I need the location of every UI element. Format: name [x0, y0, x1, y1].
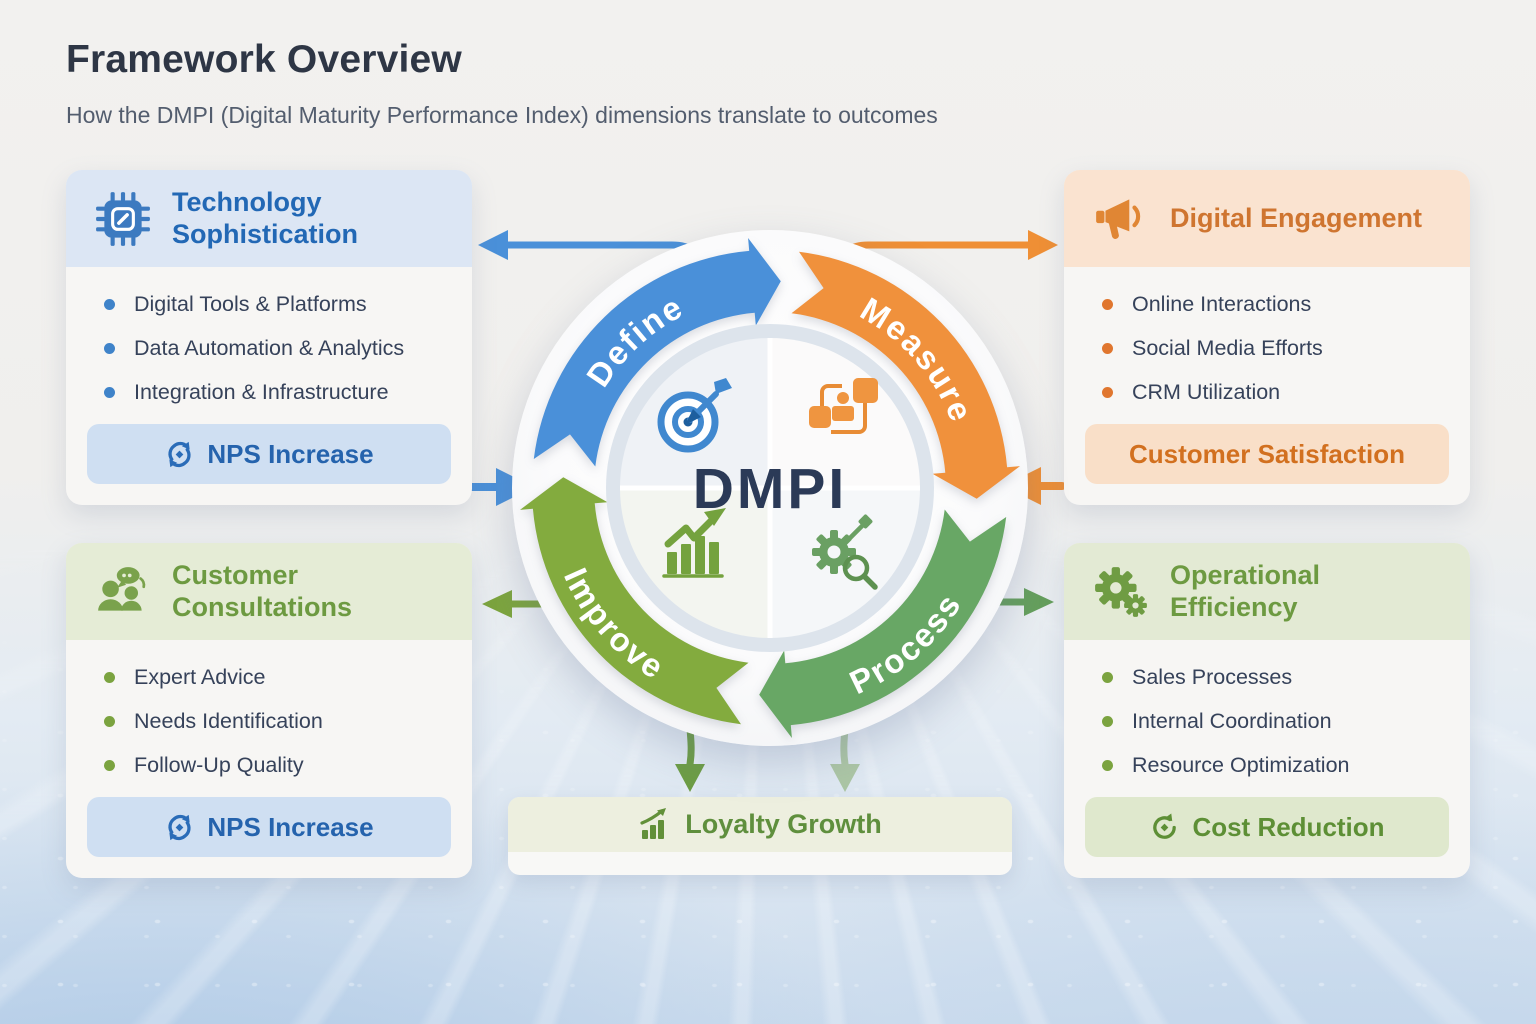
list-item: Social Media Efforts — [1102, 326, 1470, 370]
segment-define — [533, 238, 781, 467]
data-flow-icon — [809, 378, 878, 434]
chip-icon — [96, 191, 150, 246]
outcome-badge-nps: NPS Increase — [87, 424, 451, 484]
bullet-dot — [1102, 342, 1113, 354]
list-item: Needs Identification — [104, 699, 472, 743]
card-header: Technology Sophistication — [66, 170, 472, 267]
card-title: Technology Sophistication — [172, 187, 359, 249]
card-items: Digital Tools & Platforms Data Automatio… — [66, 282, 472, 414]
gears-icon — [1095, 566, 1147, 617]
bullet-dot — [1102, 386, 1113, 398]
list-item: Internal Coordination — [1102, 699, 1470, 743]
bullet-dot — [1102, 715, 1113, 727]
list-item: CRM Utilization — [1102, 370, 1470, 414]
card-items: Sales Processes Internal Coordination Re… — [1064, 655, 1470, 787]
list-item: Digital Tools & Platforms — [104, 282, 472, 326]
list-item: Data Automation & Analytics — [104, 326, 472, 370]
page-subtitle: How the DMPI (Digital Maturity Performan… — [66, 102, 938, 128]
outcome-loyalty-growth: Loyalty Growth — [508, 797, 1012, 875]
card-items: Expert Advice Needs Identification Follo… — [66, 655, 472, 787]
people-chat-icon — [98, 566, 146, 611]
outcome-label: Cost Reduction — [1192, 811, 1385, 842]
loyalty-growth-badge: Loyalty Growth — [508, 797, 1012, 852]
card-operational-efficiency: Operational Efficiency Sales Processes I… — [1064, 543, 1470, 878]
bullet-dot — [1102, 298, 1113, 310]
quadrant-disc — [620, 338, 920, 638]
card-title: Customer Consultations — [172, 560, 352, 622]
outcome-badge-customer-satisfaction: Customer Satisfaction — [1085, 424, 1449, 484]
list-item: Online Interactions — [1102, 282, 1470, 326]
outcome-badge-cost-reduction: Cost Reduction — [1085, 797, 1449, 857]
list-item: Sales Processes — [1102, 655, 1470, 699]
list-item: Expert Advice — [104, 655, 472, 699]
gear-search-icon — [812, 514, 878, 590]
card-header: Customer Consultations — [66, 543, 472, 640]
bullet-dot — [104, 715, 115, 727]
target-goal-icon — [657, 378, 732, 453]
bullet-dot — [104, 342, 115, 354]
card-title: Digital Engagement — [1170, 202, 1423, 233]
bullet-dot — [104, 386, 115, 398]
card-title: Operational Efficiency — [1170, 560, 1321, 622]
outcome-label: Customer Satisfaction — [1129, 438, 1405, 469]
bullet-dot — [104, 759, 115, 771]
card-digital-engagement: Digital Engagement Online Interactions S… — [1064, 170, 1470, 505]
cycle-icon — [1153, 812, 1177, 839]
bar-growth-icon — [640, 807, 667, 839]
list-item: Follow-Up Quality — [104, 743, 472, 787]
sync-icon — [168, 441, 191, 467]
card-header: Digital Engagement — [1064, 170, 1470, 267]
card-customer-consultations: Customer Consultations Expert Advice Nee… — [66, 543, 472, 878]
outcome-label: NPS Increase — [207, 811, 374, 842]
bullet-dot — [104, 671, 115, 683]
card-header: Operational Efficiency — [1064, 543, 1470, 640]
dmpi-cycle: Define Measure Process Improve — [520, 238, 1020, 738]
outcome-badge-nps: NPS Increase — [87, 797, 451, 857]
bullet-dot — [1102, 671, 1113, 683]
outcome-label: NPS Increase — [207, 438, 374, 469]
list-item: Resource Optimization — [1102, 743, 1470, 787]
dmpi-center-label: DMPI — [693, 457, 848, 521]
list-item: Integration & Infrastructure — [104, 370, 472, 414]
growth-chart-icon — [662, 508, 726, 578]
megaphone-icon — [1096, 198, 1141, 239]
bullet-dot — [104, 298, 115, 310]
bullet-dot — [1102, 759, 1113, 771]
card-items: Online Interactions Social Media Efforts… — [1064, 282, 1470, 414]
sync-icon — [168, 814, 191, 840]
loyalty-growth-label: Loyalty Growth — [685, 809, 882, 839]
segment-improve — [520, 477, 749, 725]
card-technology-sophistication: Technology Sophistication Digital Tools … — [66, 170, 472, 505]
segment-measure — [791, 251, 1020, 499]
page-title: Framework Overview — [66, 38, 462, 81]
segment-process — [759, 509, 1007, 738]
